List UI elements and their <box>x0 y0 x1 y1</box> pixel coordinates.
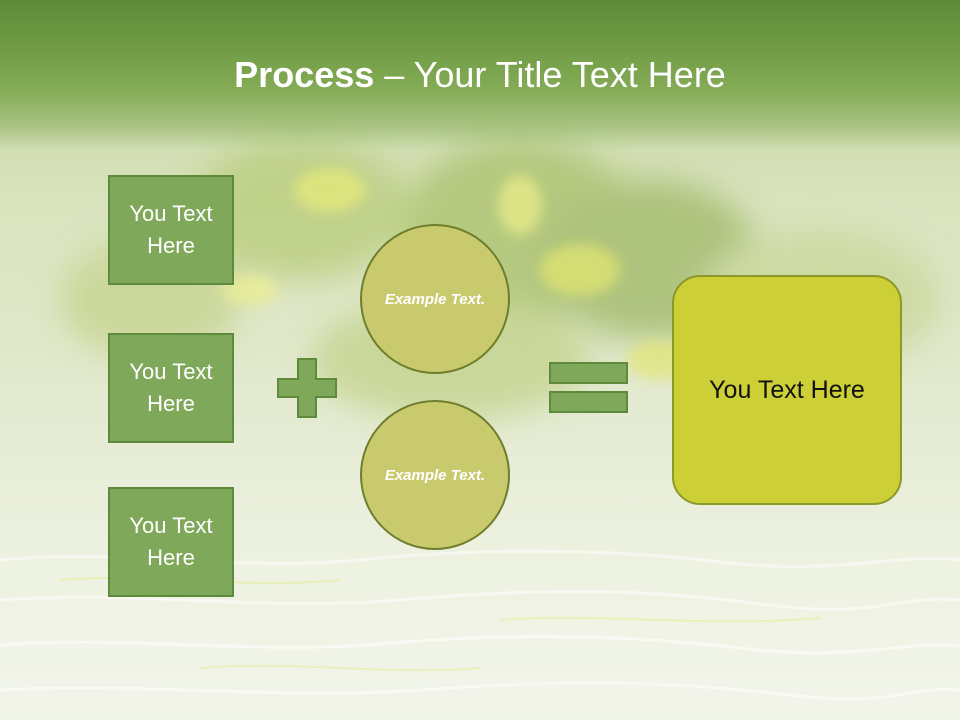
left-text-box-2[interactable]: You Text Here <box>108 333 234 443</box>
plus-icon <box>277 358 337 418</box>
left-text-box-1[interactable]: You Text Here <box>108 175 234 285</box>
example-circle-1[interactable]: Example Text. <box>360 224 510 374</box>
result-text-box[interactable]: You Text Here <box>672 275 902 505</box>
title-header-band <box>0 0 960 150</box>
example-circle-2[interactable]: Example Text. <box>360 400 510 550</box>
left-text-box-3[interactable]: You Text Here <box>108 487 234 597</box>
slide-title: Process – Your Title Text Here <box>0 52 960 98</box>
title-bold-part: Process <box>234 54 375 95</box>
title-rest-part: – Your Title Text Here <box>374 54 726 95</box>
equals-icon <box>549 362 628 413</box>
